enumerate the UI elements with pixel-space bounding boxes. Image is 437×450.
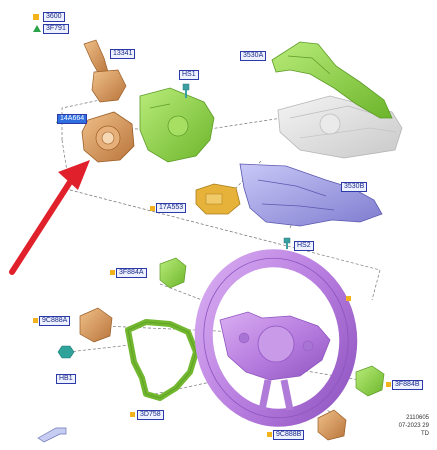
switch-3f884b-part — [355, 365, 385, 397]
switch-module-part — [139, 87, 215, 163]
drawing-reference: 2110605 07-2023 29 TD — [399, 414, 429, 438]
legend-triangle-code: 3F791 — [43, 24, 69, 34]
clockspring-part — [81, 111, 135, 163]
horn-hb1-part — [57, 345, 75, 359]
label-3530b: 3530B — [341, 182, 368, 192]
label-9c888b: 9C888B — [273, 430, 305, 440]
label-3d758: 3D758 — [137, 410, 164, 420]
label-14a664: 14A664 — [57, 114, 88, 124]
drawing-date: 07-2023 29 — [398, 423, 429, 429]
lower-shroud-part — [239, 163, 383, 227]
label-17a553: 17A553 — [156, 203, 187, 213]
legend-triangle-marker — [33, 25, 41, 32]
upper-shroud-part — [271, 41, 393, 119]
bolt-hs1-part — [182, 83, 190, 98]
label-hs2: HS2 — [294, 241, 314, 251]
bolt-hs2-part — [283, 237, 291, 249]
label-3f884a: 3F884A — [116, 268, 147, 278]
trim-3d758-part — [125, 319, 199, 401]
highlight-arrow — [9, 160, 90, 275]
steering-wheel-part — [194, 249, 358, 427]
switch-3f884a-part — [159, 257, 187, 289]
label-hs1: HS1 — [179, 70, 199, 80]
legend-square-code: 3600 — [43, 12, 65, 22]
cover-9c888b-part — [317, 409, 347, 441]
drawing-initials: TD — [421, 431, 429, 437]
switch-17a553-part — [195, 183, 241, 215]
label-3f884b: 3F884B — [392, 380, 423, 390]
drawing-code: 2110605 — [406, 415, 429, 421]
direction-arrow-icon — [37, 427, 67, 443]
label-13341: 13341 — [110, 49, 136, 59]
label-3530a: 3530A — [240, 51, 267, 61]
legend-square-marker — [33, 14, 39, 20]
stalk-part — [83, 39, 127, 103]
label-9c888a: 9C888A — [39, 316, 71, 326]
label-hb1: HB1 — [56, 374, 76, 384]
cover-9c888a-part — [79, 307, 113, 343]
